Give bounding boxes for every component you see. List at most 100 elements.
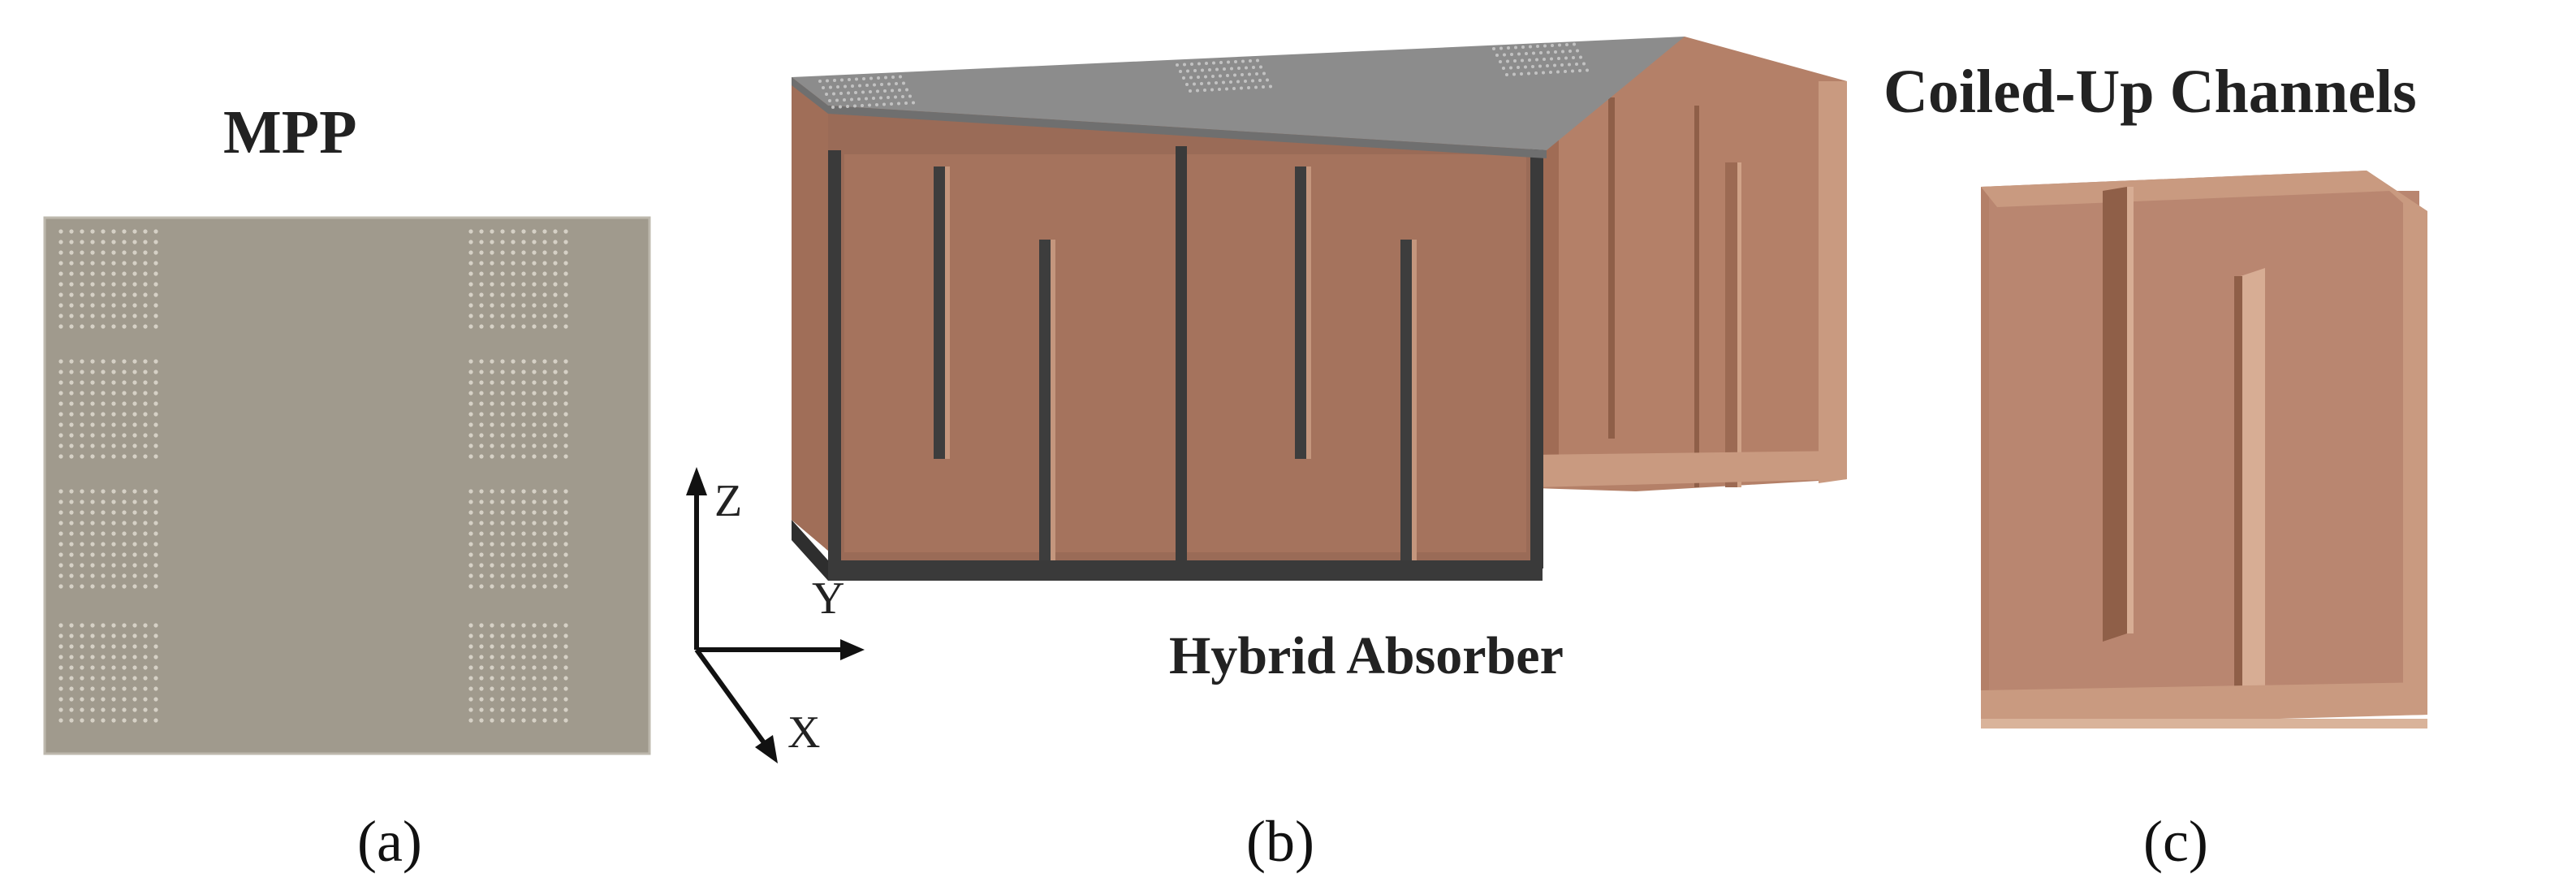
perforation-hole: [90, 563, 95, 568]
perforation-hole: [468, 718, 473, 723]
perforation-hole: [111, 412, 116, 417]
perforation-hole: [500, 686, 505, 691]
perforation-hole: [122, 422, 127, 427]
perforation-hole: [468, 359, 473, 364]
perforation-hole: [132, 261, 137, 266]
perforation-hole: [101, 443, 106, 448]
perforation-hole: [153, 686, 158, 691]
perforation-hole: [101, 271, 106, 276]
perforation-hole: [69, 686, 74, 691]
perforation-hole: [479, 261, 484, 266]
top-perforation-hole: [855, 77, 858, 81]
perforation-hole: [80, 391, 84, 396]
perforation-hole: [521, 303, 526, 308]
top-perforation-hole: [912, 101, 915, 105]
perforation-hole: [553, 665, 558, 670]
perforation-hole: [132, 292, 137, 297]
top-perforation-hole: [905, 88, 908, 92]
perforation-hole: [553, 521, 558, 525]
top-perforation-hole: [1546, 64, 1549, 67]
perforation-hole: [468, 391, 473, 396]
perforation-hole: [111, 271, 116, 276]
perforation-hole: [511, 510, 516, 515]
top-perforation-hole: [891, 89, 894, 93]
perforation-hole: [111, 623, 116, 628]
perforation-hole: [553, 686, 558, 691]
perforation-hole: [101, 380, 106, 385]
perforation-hole: [532, 655, 537, 659]
perforation-hole: [101, 707, 106, 712]
perforation-hole: [532, 370, 537, 374]
perforation-hole: [500, 412, 505, 417]
perforation-hole: [490, 380, 494, 385]
perforation-hole: [542, 521, 547, 525]
perforation-hole: [132, 552, 137, 557]
perforation-hole: [511, 552, 516, 557]
perforation-hole: [553, 313, 558, 318]
top-perforation-hole: [880, 83, 883, 86]
perforation-hole: [521, 665, 526, 670]
perforation-hole: [468, 542, 473, 547]
perforation-hole: [143, 240, 148, 244]
perforation-hole: [111, 697, 116, 702]
perforation-hole: [111, 359, 116, 364]
perforation-hole: [69, 271, 74, 276]
perforation-hole: [542, 380, 547, 385]
perforation-hole: [553, 250, 558, 255]
perforation-hole: [101, 665, 106, 670]
top-perforation-hole: [1248, 72, 1251, 76]
perforation-hole: [132, 563, 137, 568]
top-perforation-hole: [1556, 70, 1560, 74]
perforation-hole: [122, 443, 127, 448]
perforation-hole: [69, 499, 74, 504]
perforation-hole: [500, 282, 505, 287]
perforation-hole: [69, 443, 74, 448]
perforation-hole: [80, 313, 84, 318]
perforation-hole: [153, 665, 158, 670]
perforation-hole: [143, 665, 148, 670]
perforation-hole: [479, 240, 484, 244]
top-perforation-hole: [1572, 56, 1575, 59]
perforation-hole: [563, 510, 568, 515]
perforation-hole: [111, 370, 116, 374]
perforation-hole: [532, 499, 537, 504]
perforation-hole: [468, 676, 473, 681]
perforation-hole: [153, 542, 158, 547]
perforation-hole: [521, 510, 526, 515]
top-perforation-hole: [1247, 86, 1250, 89]
perforation-hole: [90, 707, 95, 712]
perforation-hole: [511, 401, 516, 406]
top-perforation-hole: [851, 84, 854, 88]
perforation-hole: [511, 433, 516, 438]
perforation-hole: [69, 552, 74, 557]
perforation-hole: [553, 324, 558, 329]
perforation-hole: [553, 552, 558, 557]
perforation-hole: [80, 542, 84, 547]
perforation-hole: [563, 531, 568, 536]
caption-b: (b): [1246, 809, 1314, 874]
perforation-hole: [111, 644, 116, 649]
perforation-hole: [553, 282, 558, 287]
perforation-hole: [58, 359, 63, 364]
perforation-hole: [532, 380, 537, 385]
perforation-hole: [101, 499, 106, 504]
perforation-hole: [101, 282, 106, 287]
perforation-hole: [521, 542, 526, 547]
perforation-hole: [490, 563, 494, 568]
perforation-hole: [90, 401, 95, 406]
perforation-hole: [80, 697, 84, 702]
perforation-hole: [553, 644, 558, 649]
perforation-hole: [490, 250, 494, 255]
top-perforation-hole: [1586, 68, 1589, 72]
top-perforation-hole: [1492, 47, 1495, 50]
perforation-hole: [511, 240, 516, 244]
perforation-hole: [122, 655, 127, 659]
perforation-hole: [521, 443, 526, 448]
perforation-hole: [143, 542, 148, 547]
perforation-hole: [143, 412, 148, 417]
perforation-hole: [521, 655, 526, 659]
top-perforation-hole: [1499, 60, 1502, 63]
perforation-hole: [511, 271, 516, 276]
top-perforation-hole: [1532, 51, 1535, 55]
perforation-hole: [479, 542, 484, 547]
